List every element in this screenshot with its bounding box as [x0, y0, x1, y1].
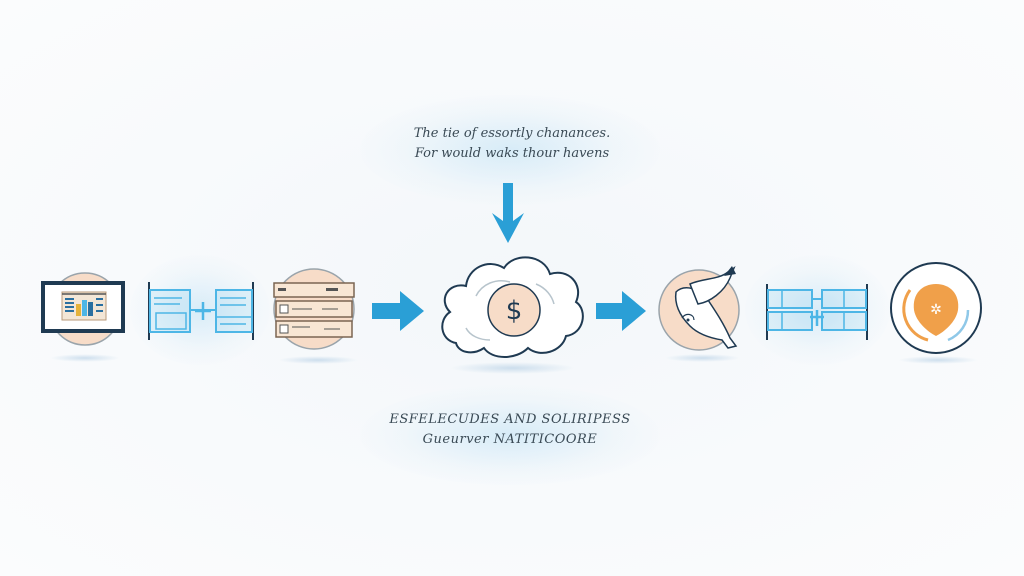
document-stack-node: [268, 263, 360, 355]
down-arrow-icon: [488, 183, 528, 245]
cloud-shadow: [450, 362, 575, 374]
bottom-caption-line-2: Gueurver NATITICOORE: [422, 432, 598, 447]
bottom-caption: ESFELECUDES AND SOLIRIPESS Gueurver NATI…: [380, 410, 640, 450]
svg-text:✲: ✲: [930, 302, 942, 318]
top-caption-line-2: For would waks thour havens: [414, 146, 610, 161]
ledger-plus-icon: [766, 284, 868, 340]
coin-shadow: [898, 356, 978, 364]
ledger-plus-icon: [148, 282, 254, 340]
bird-quill-icon: [658, 266, 740, 351]
document-stack-shadow: [278, 356, 358, 364]
bird-shadow: [665, 354, 740, 362]
ledger-right-node: [764, 282, 870, 342]
right-arrow-icon-1: [372, 291, 424, 331]
right-arrow-icon-2: [596, 291, 646, 331]
bottom-caption-line-1: ESFELECUDES AND SOLIRIPESS: [389, 412, 631, 427]
orange-coin-node: ✲: [888, 260, 984, 356]
dollar-symbol: $: [506, 296, 523, 326]
top-caption-line-1: The tie of essortly chanances.: [413, 126, 611, 141]
monitor-chart-icon: [41, 272, 125, 346]
cloud-dollar-node: $: [436, 248, 588, 363]
cloud-dollar-icon: $: [441, 256, 584, 358]
monitor-dashboard-node: [40, 264, 130, 354]
bottom-caption-glow: [360, 385, 660, 485]
document-stack-icon: [273, 268, 355, 350]
feather-bird-node: [654, 262, 749, 357]
ledger-left-node: [146, 280, 256, 342]
monitor-shadow: [50, 354, 120, 362]
top-caption: The tie of essortly chanances. For would…: [372, 124, 652, 164]
orange-coin-icon: ✲: [890, 262, 982, 354]
